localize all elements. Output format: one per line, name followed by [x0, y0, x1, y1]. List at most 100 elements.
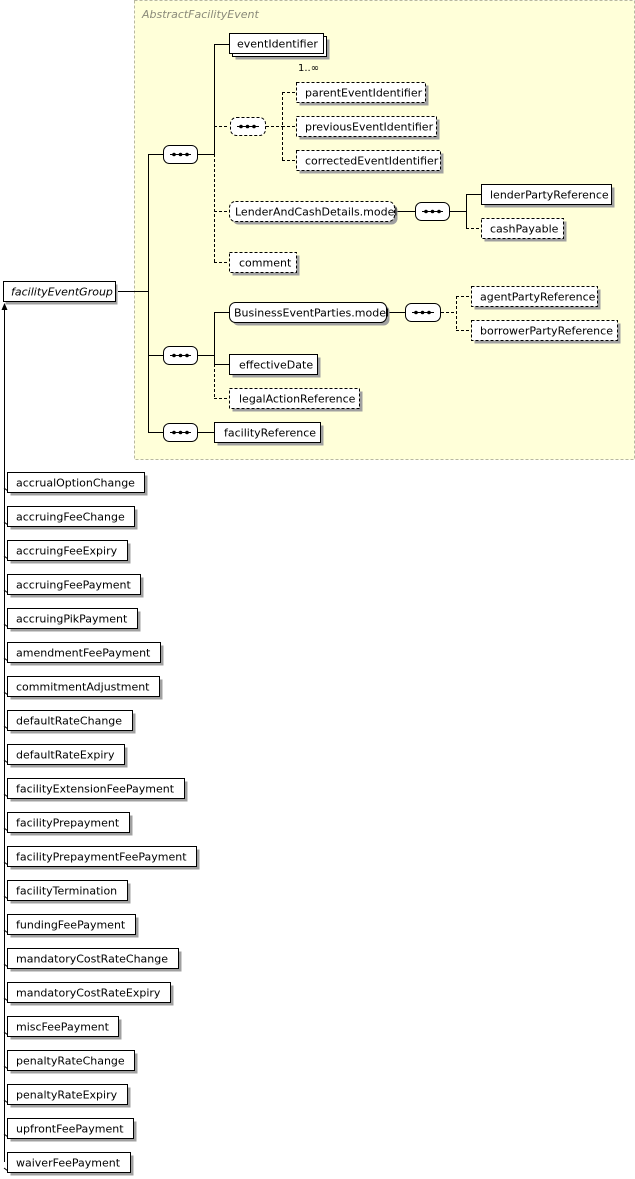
derived-events-list: accrualOptionChange accruingFeeChange accr…: [3, 472, 200, 1176]
derived-event-label: facilityExtensionFeePayment: [16, 783, 175, 796]
derived-event-3[interactable]: accruingFeePayment: [3, 574, 144, 598]
derived-box: [7, 506, 135, 527]
derived-box: [7, 846, 197, 867]
derived-event-7[interactable]: defaultRateChange: [3, 710, 136, 734]
borrower-party-reference-label: borrowerPartyReference: [480, 325, 613, 338]
derived-event-13[interactable]: fundingFeePayment: [3, 914, 139, 938]
derived-event-16[interactable]: miscFeePayment: [3, 1016, 122, 1040]
business-event-parties-model-label: BusinessEventParties.model: [234, 307, 389, 320]
derived-box: [7, 778, 185, 799]
derived-event-label: fundingFeePayment: [16, 919, 126, 932]
derived-event-5[interactable]: amendmentFeePayment: [3, 642, 164, 666]
lender-and-cash-details-model-label: LenderAndCashDetails.model: [235, 206, 397, 219]
derived-event-label: mandatoryCostRateExpiry: [16, 987, 161, 1000]
lender-party-reference-box[interactable]: lenderPartyReference: [481, 184, 615, 208]
effective-date-label: effectiveDate: [239, 359, 313, 372]
group-title: AbstractFacilityEvent: [141, 8, 259, 21]
legal-action-reference-label: legalActionReference: [239, 393, 356, 406]
derived-event-11[interactable]: facilityPrepaymentFeePayment: [3, 846, 200, 870]
derived-event-label: accruingFeeChange: [16, 511, 125, 524]
derived-box: [7, 1050, 135, 1071]
derived-event-14[interactable]: mandatoryCostRateChange: [3, 948, 182, 972]
derived-box: [7, 608, 138, 629]
derived-event-15[interactable]: mandatoryCostRateExpiry: [3, 982, 174, 1006]
derived-event-label: facilityPrepayment: [16, 817, 120, 830]
derived-event-label: facilityTermination: [16, 885, 117, 898]
derived-event-label: amendmentFeePayment: [16, 647, 151, 660]
sequence-optional-icon: [230, 117, 266, 136]
effective-date-box[interactable]: effectiveDate: [229, 354, 321, 378]
derived-event-8[interactable]: defaultRateExpiry: [3, 744, 128, 768]
derived-box: [7, 540, 128, 561]
derived-event-label: penaltyRateChange: [16, 1055, 125, 1068]
derived-box: [7, 982, 171, 1003]
derived-box: [7, 880, 128, 901]
facility-reference-box[interactable]: facilityReference: [214, 422, 324, 446]
sequence-2-icon: [163, 346, 198, 365]
derived-event-4[interactable]: accruingPikPayment: [3, 608, 141, 632]
derived-event-19[interactable]: upfrontFeePayment: [3, 1118, 137, 1142]
parent-event-identifier-label: parentEventIdentifier: [305, 87, 423, 100]
connectors: [4, 44, 481, 1162]
derived-box: [7, 1016, 119, 1037]
derived-event-1[interactable]: accruingFeeChange: [3, 506, 138, 530]
derived-box: [7, 642, 161, 663]
derived-event-label: accruingFeePayment: [16, 579, 131, 592]
derived-event-label: waiverFeePayment: [16, 1157, 121, 1170]
derived-event-label: defaultRateExpiry: [16, 749, 115, 762]
derived-event-label: mandatoryCostRateChange: [16, 953, 168, 966]
sequence-business-icon: [405, 303, 441, 322]
derived-event-2[interactable]: accruingFeeExpiry: [3, 540, 131, 564]
derived-event-17[interactable]: penaltyRateChange: [3, 1050, 138, 1074]
parent-event-identifier-box[interactable]: parentEventIdentifier: [296, 82, 429, 106]
derived-box: [7, 948, 179, 969]
sequence-compositors: [163, 117, 450, 442]
derived-event-10[interactable]: facilityPrepayment: [3, 812, 133, 836]
corrected-event-identifier-box[interactable]: correctedEventIdentifier: [296, 150, 444, 174]
cash-payable-box[interactable]: cashPayable: [481, 218, 567, 242]
derived-event-9[interactable]: facilityExtensionFeePayment: [3, 778, 188, 802]
derived-event-6[interactable]: commitmentAdjustment: [3, 676, 163, 700]
sequence-3-icon: [163, 423, 198, 442]
derived-box: [7, 1118, 134, 1139]
derived-box: [7, 676, 160, 697]
facility-reference-label: facilityReference: [224, 427, 316, 440]
lender-and-cash-details-model-box[interactable]: LenderAndCashDetails.model: [229, 201, 398, 225]
previous-event-identifier-box[interactable]: previousEventIdentifier: [296, 116, 440, 140]
previous-event-identifier-label: previousEventIdentifier: [305, 121, 434, 134]
corrected-event-identifier-label: correctedEventIdentifier: [305, 155, 439, 168]
derived-event-20[interactable]: waiverFeePayment: [3, 1152, 134, 1176]
derived-box: [7, 812, 130, 833]
derived-box: [7, 1152, 131, 1173]
cardinality-label: 1..∞: [298, 63, 319, 74]
legal-action-reference-box[interactable]: legalActionReference: [229, 388, 363, 412]
sequence-lender-icon: [415, 202, 450, 221]
derived-event-label: accruingFeeExpiry: [16, 545, 118, 558]
derived-event-label: facilityPrepaymentFeePayment: [16, 851, 187, 864]
derived-box: [7, 914, 136, 935]
event-identifier-label: eventIdentifier: [237, 38, 318, 51]
borrower-party-reference-box[interactable]: borrowerPartyReference: [471, 320, 621, 344]
derived-event-12[interactable]: facilityTermination: [3, 880, 131, 904]
derived-event-label: penaltyRateExpiry: [16, 1089, 118, 1102]
derived-event-18[interactable]: penaltyRateExpiry: [3, 1084, 131, 1108]
derived-box: [7, 472, 145, 493]
derived-event-label: defaultRateChange: [16, 715, 122, 728]
derived-event-label: accrualOptionChange: [16, 477, 135, 490]
derived-box: [7, 744, 125, 765]
business-event-parties-model-box[interactable]: BusinessEventParties.model: [229, 302, 390, 326]
derived-box: [7, 710, 133, 731]
agent-party-reference-box[interactable]: agentPartyReference: [471, 286, 601, 310]
derived-event-label: commitmentAdjustment: [16, 681, 150, 694]
comment-label: comment: [239, 257, 292, 270]
root-facility-event-group[interactable]: facilityEventGroup: [3, 281, 118, 305]
derived-event-0[interactable]: accrualOptionChange: [3, 472, 148, 496]
derived-event-label: accruingPikPayment: [16, 613, 128, 626]
cash-payable-label: cashPayable: [490, 223, 559, 236]
comment-box[interactable]: comment: [229, 252, 300, 276]
event-identifier-box[interactable]: eventIdentifier: [229, 33, 330, 60]
agent-party-reference-label: agentPartyReference: [480, 291, 596, 304]
root-label: facilityEventGroup: [11, 286, 113, 299]
inheritance-arrow-icon: [1, 303, 8, 310]
